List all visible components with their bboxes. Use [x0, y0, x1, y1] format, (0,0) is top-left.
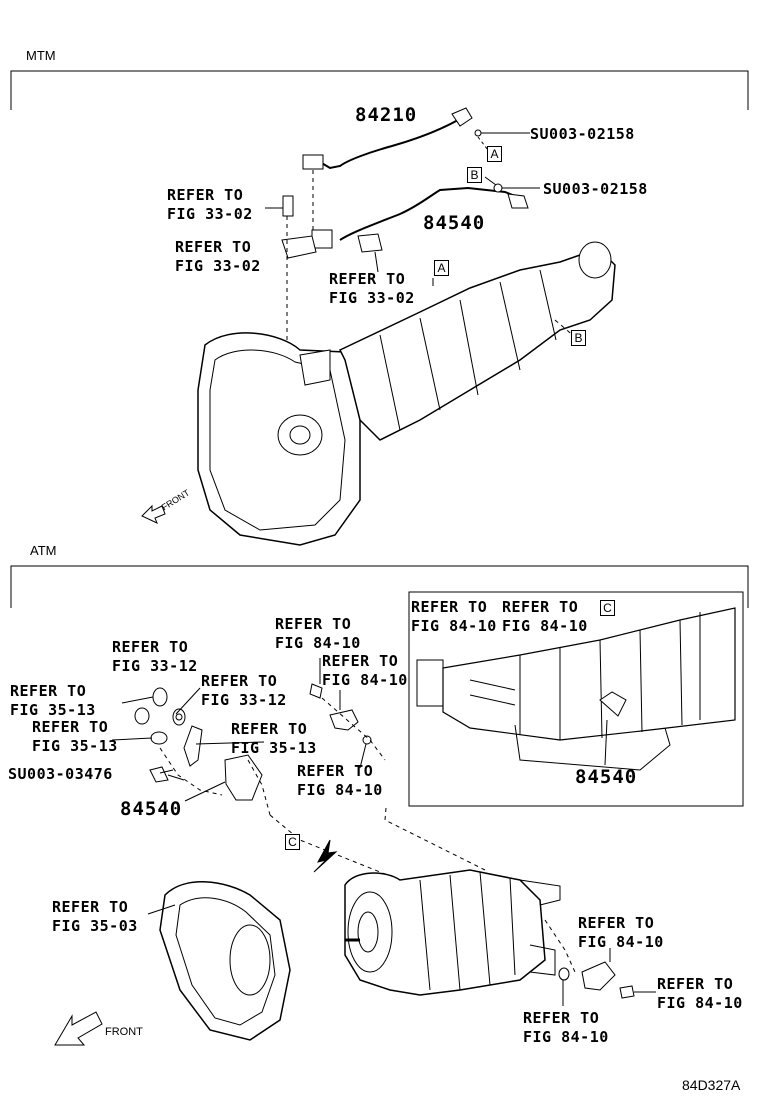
refer-to-note: REFER TO FIG 35-13 [32, 718, 118, 755]
refer-to-note: REFER TO FIG 33-02 [175, 238, 261, 275]
mtm-transmission [197, 241, 616, 546]
refer-to-note: REFER TO FIG 84-10 [275, 615, 361, 652]
part-number-84540: 84540 [120, 798, 183, 820]
atm-inset-transmission [416, 607, 736, 771]
refer-to-note: REFER TO FIG 33-12 [112, 638, 198, 675]
figure-code: 84D327A [682, 1077, 741, 1093]
bolt-part-number: SU003-02158 [530, 125, 635, 143]
refer-to-note: REFER TO FIG 35-13 [10, 682, 96, 719]
refer-to-note: REFER TO FIG 84-10 [657, 975, 743, 1012]
atm-transmission [344, 869, 561, 996]
bolt-part-number: SU003-03476 [8, 765, 113, 783]
section-title-atm: ATM [30, 543, 57, 558]
connector-84210 [302, 154, 324, 170]
sensor-84210 [451, 107, 473, 127]
bolt-part-number: SU003-02158 [543, 180, 648, 198]
section-title-mtm: MTM [26, 48, 56, 63]
callout-box-a: A [434, 260, 449, 276]
callout-box-b: B [467, 167, 482, 183]
refer-to-note: REFER TO FIG 33-02 [167, 186, 253, 223]
refer-to-note: REFER TO FIG 33-02 [329, 270, 415, 307]
refer-to-note: REFER TO FIG 84-10 [578, 914, 664, 951]
refer-to-note: REFER TO FIG 84-10 [502, 598, 588, 635]
part-number-84540: 84540 [575, 766, 638, 788]
callout-box-c: C [285, 834, 300, 850]
callout-box-c: C [600, 600, 615, 616]
refer-to-note: REFER TO FIG 84-10 [297, 762, 383, 799]
callout-box-a: A [487, 146, 502, 162]
harness-84210 [319, 119, 459, 170]
part-number-84210: 84210 [355, 104, 418, 126]
front-direction-label: FRONT [105, 1026, 143, 1038]
callout-box-b: B [571, 330, 586, 346]
harness-84540 [339, 186, 521, 241]
part-number-84540: 84540 [423, 212, 486, 234]
refer-to-note: REFER TO FIG 33-12 [201, 672, 287, 709]
refer-to-note: REFER TO FIG 35-03 [52, 898, 138, 935]
atm-bell-housing [159, 881, 291, 1041]
refer-to-note: REFER TO FIG 84-10 [411, 598, 497, 635]
refer-to-note: REFER TO FIG 84-10 [322, 652, 408, 689]
refer-to-note: REFER TO FIG 84-10 [523, 1009, 609, 1046]
refer-to-note: REFER TO FIG 35-13 [231, 720, 317, 757]
